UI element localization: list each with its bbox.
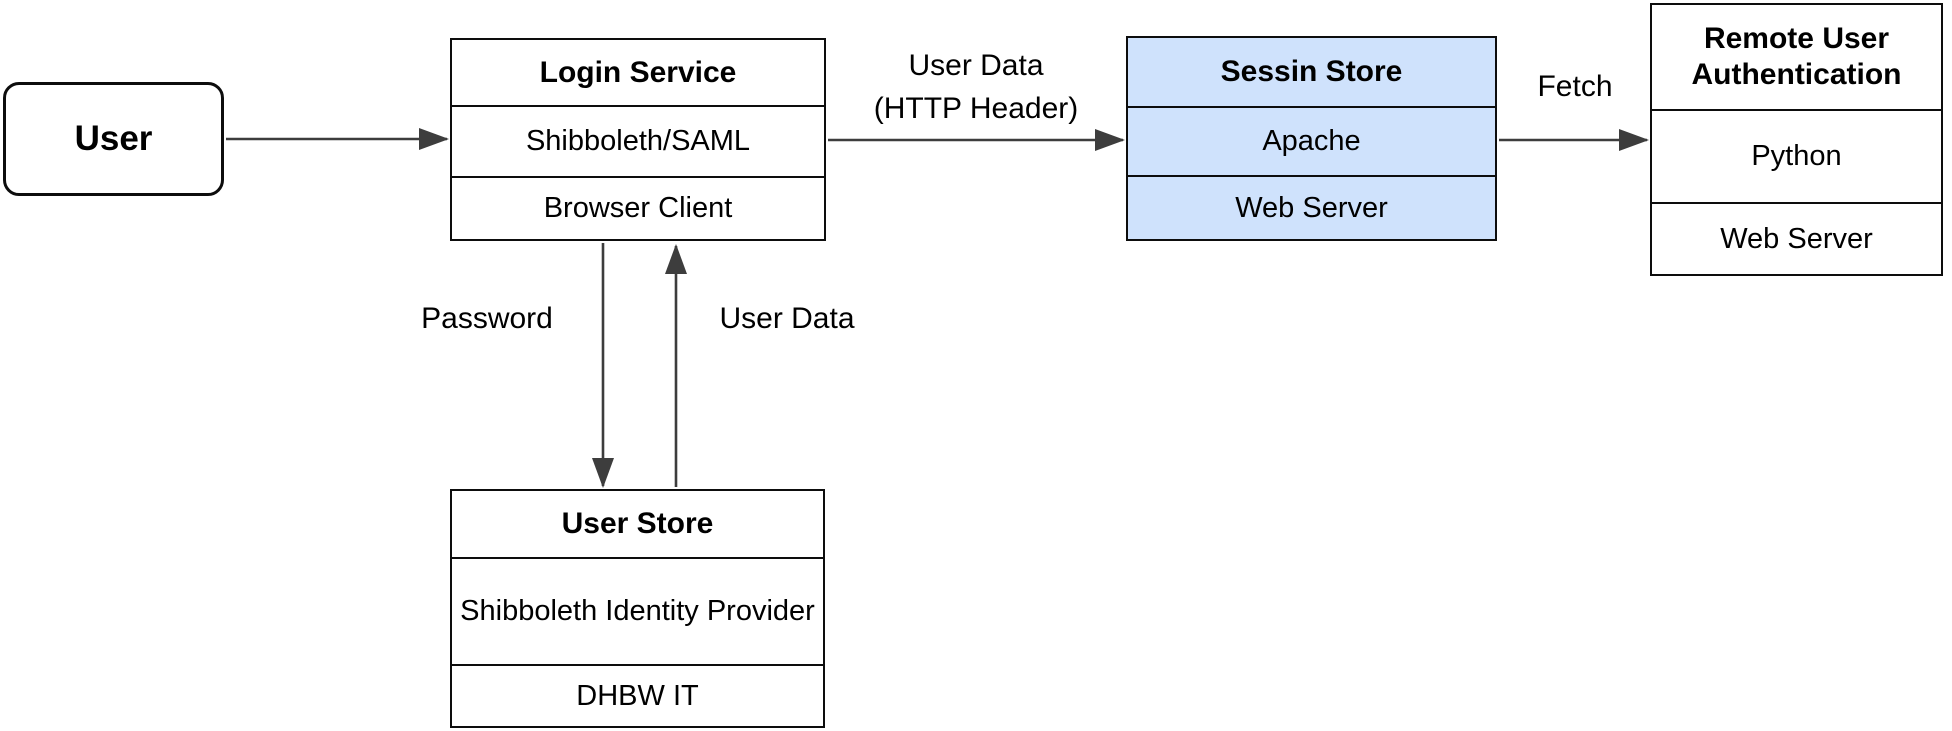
node-remote-user-authentication-title: Remote User Authentication (1691, 22, 1902, 91)
edge-label-user-data: User Data (719, 302, 855, 335)
edge-label-fetch: Fetch (1537, 70, 1613, 103)
node-user-store-row-dhbw-it: DHBW IT (452, 664, 823, 726)
node-user-store: User Store Shibboleth Identity Provider … (450, 489, 825, 728)
node-remote-user-authentication-row-python: Python (1652, 109, 1941, 202)
edge-label-user-data-http-header: User Data (HTTP Header) (776, 44, 1176, 130)
node-user-store-title: User Store (561, 507, 714, 540)
edge-label-user-data-http-header-line1: User Data (908, 49, 1044, 82)
node-session-store: Sessin Store Apache Web Server (1126, 36, 1497, 241)
node-login-service-row-browser-client: Browser Client (452, 176, 824, 239)
edge-label-user-data-http-header-line2: (HTTP Header) (873, 92, 1079, 125)
node-session-store-row-apache: Apache (1128, 106, 1495, 175)
node-session-store-title: Sessin Store (1220, 55, 1403, 88)
node-user-store-row-shibboleth-identity-provider: Shibboleth Identity Provider (452, 557, 823, 664)
node-login-service-title: Login Service (539, 55, 737, 89)
node-login-service: Login Service Shibboleth/SAML Browser Cl… (450, 38, 826, 241)
node-user-title: User (74, 119, 153, 158)
node-user: User (3, 82, 224, 196)
node-remote-user-authentication-row-web-server: Web Server (1652, 202, 1941, 274)
node-session-store-row-web-server: Web Server (1128, 175, 1495, 239)
node-remote-user-authentication: Remote User Authentication Python Web Se… (1650, 3, 1943, 276)
node-login-service-row-shibboleth-saml: Shibboleth/SAML (452, 105, 824, 176)
edge-label-password: Password (421, 302, 553, 335)
